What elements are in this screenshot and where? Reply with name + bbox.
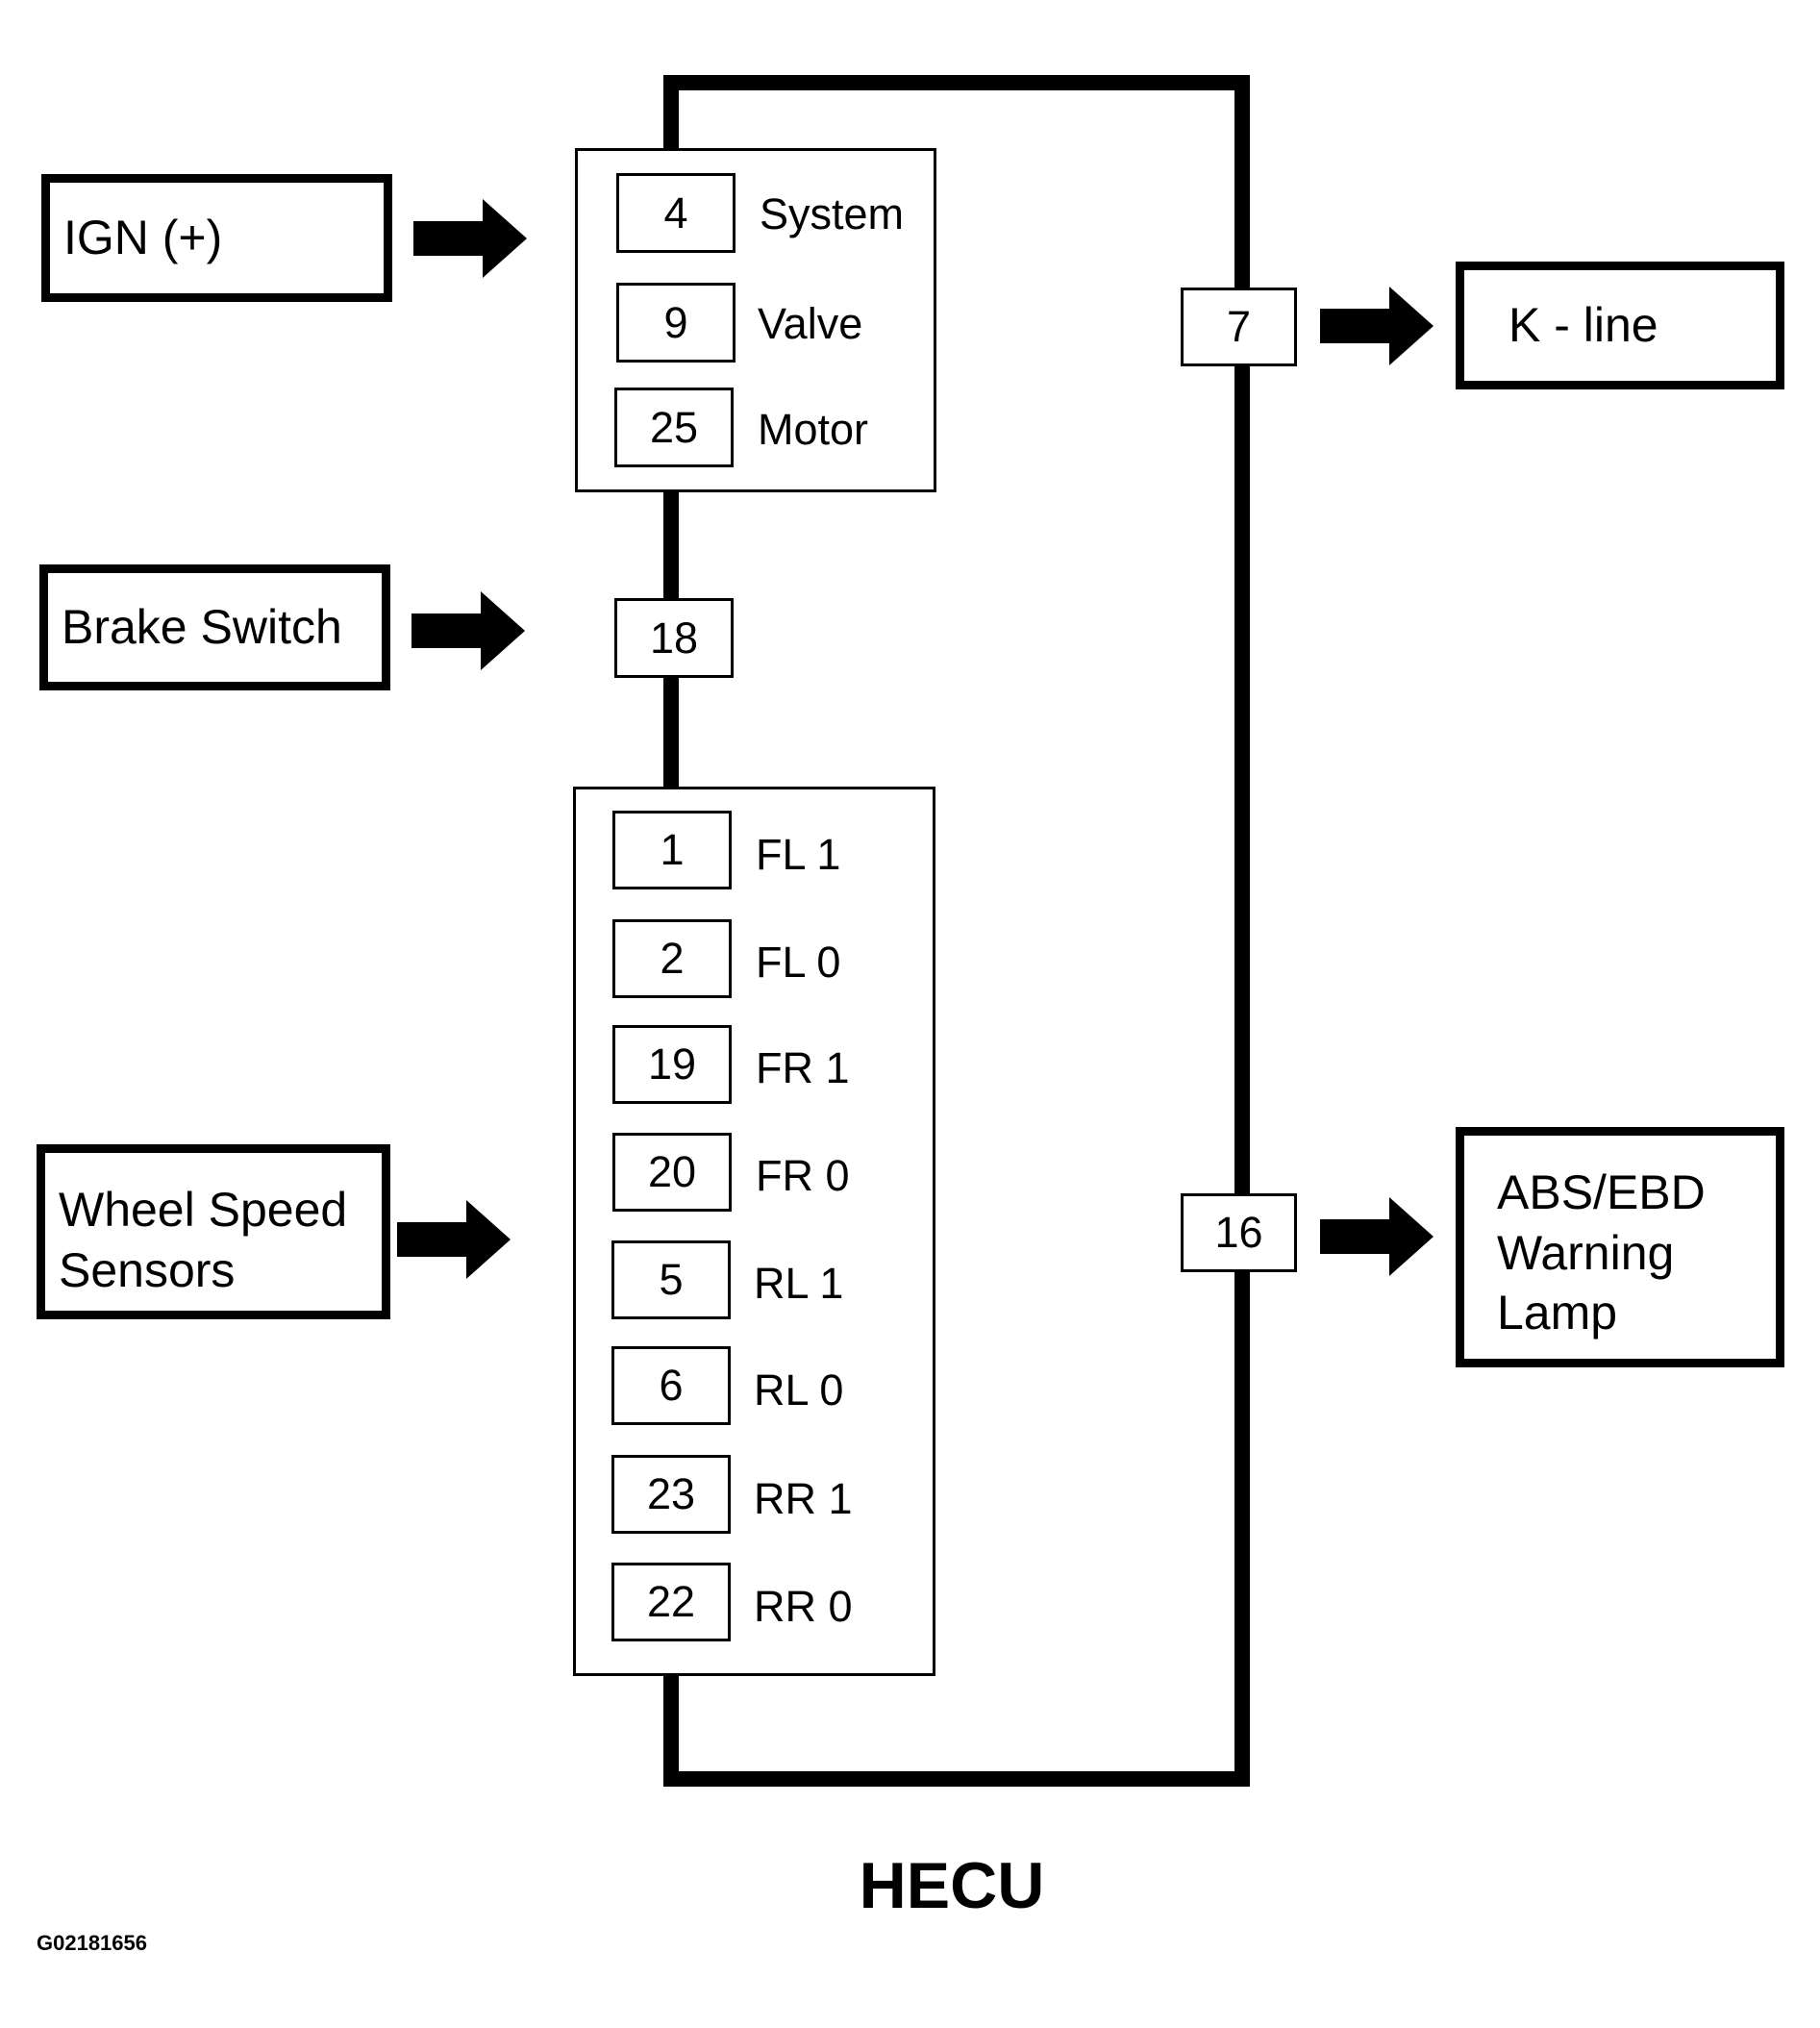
k-line-box: K - line — [1456, 262, 1784, 389]
pin-16: 16 — [1181, 1193, 1297, 1272]
pin-22: 22 — [611, 1563, 731, 1641]
pin-20: 20 — [612, 1133, 732, 1212]
pin-6-label: RL 0 — [754, 1365, 844, 1415]
figure-code: G02181656 — [37, 1931, 147, 1955]
pin-4: 4 — [616, 173, 735, 253]
ign-box: IGN (+) — [41, 174, 392, 302]
k-line-arrow — [1320, 287, 1434, 365]
pin-6: 6 — [611, 1346, 731, 1425]
brake-switch-box: Brake Switch — [39, 564, 390, 690]
pin-7: 7 — [1181, 288, 1297, 366]
brake-switch-label: Brake Switch — [62, 600, 342, 655]
pin-9-label: Valve — [758, 299, 863, 348]
pin-25: 25 — [614, 388, 734, 467]
pin-22-label: RR 0 — [754, 1582, 853, 1631]
pin-4-label: System — [760, 189, 905, 238]
wheel-speed-arrow — [397, 1200, 511, 1279]
wheel-speed-label-line2: Sensors — [59, 1242, 236, 1297]
pin-19: 19 — [612, 1025, 732, 1104]
pin-1: 1 — [612, 811, 732, 889]
warning-lamp-arrow — [1320, 1197, 1434, 1276]
pin-23: 23 — [611, 1455, 731, 1534]
warning-lamp-label-line3: Lamp — [1497, 1286, 1618, 1339]
pin-18: 18 — [614, 598, 734, 678]
pin-2: 2 — [612, 919, 732, 998]
pin-9: 9 — [616, 283, 735, 363]
ign-label: IGN (+) — [63, 211, 223, 265]
hecu-title: HECU — [859, 1849, 1045, 1922]
warning-lamp-label-line1: ABS/EBD — [1497, 1165, 1706, 1219]
pin-25-label: Motor — [758, 405, 869, 454]
pin-19-label: FR 1 — [756, 1043, 850, 1092]
pin-2-label: FL 0 — [756, 938, 841, 987]
pin-5: 5 — [611, 1240, 731, 1319]
warning-lamp-box: ABS/EBD Warning Lamp — [1456, 1127, 1784, 1367]
pin-5-label: RL 1 — [754, 1259, 844, 1308]
brake-switch-arrow — [411, 591, 525, 670]
wheel-speed-label-line1: Wheel Speed — [59, 1183, 348, 1237]
ign-arrow — [413, 199, 527, 278]
pin-20-label: FR 0 — [756, 1151, 850, 1200]
k-line-label: K - line — [1508, 298, 1658, 353]
pin-1-label: FL 1 — [756, 830, 841, 879]
wheel-speed-sensors-box: Wheel Speed Sensors — [37, 1144, 390, 1319]
pin-23-label: RR 1 — [754, 1474, 853, 1523]
warning-lamp-label-line2: Warning — [1497, 1225, 1675, 1280]
